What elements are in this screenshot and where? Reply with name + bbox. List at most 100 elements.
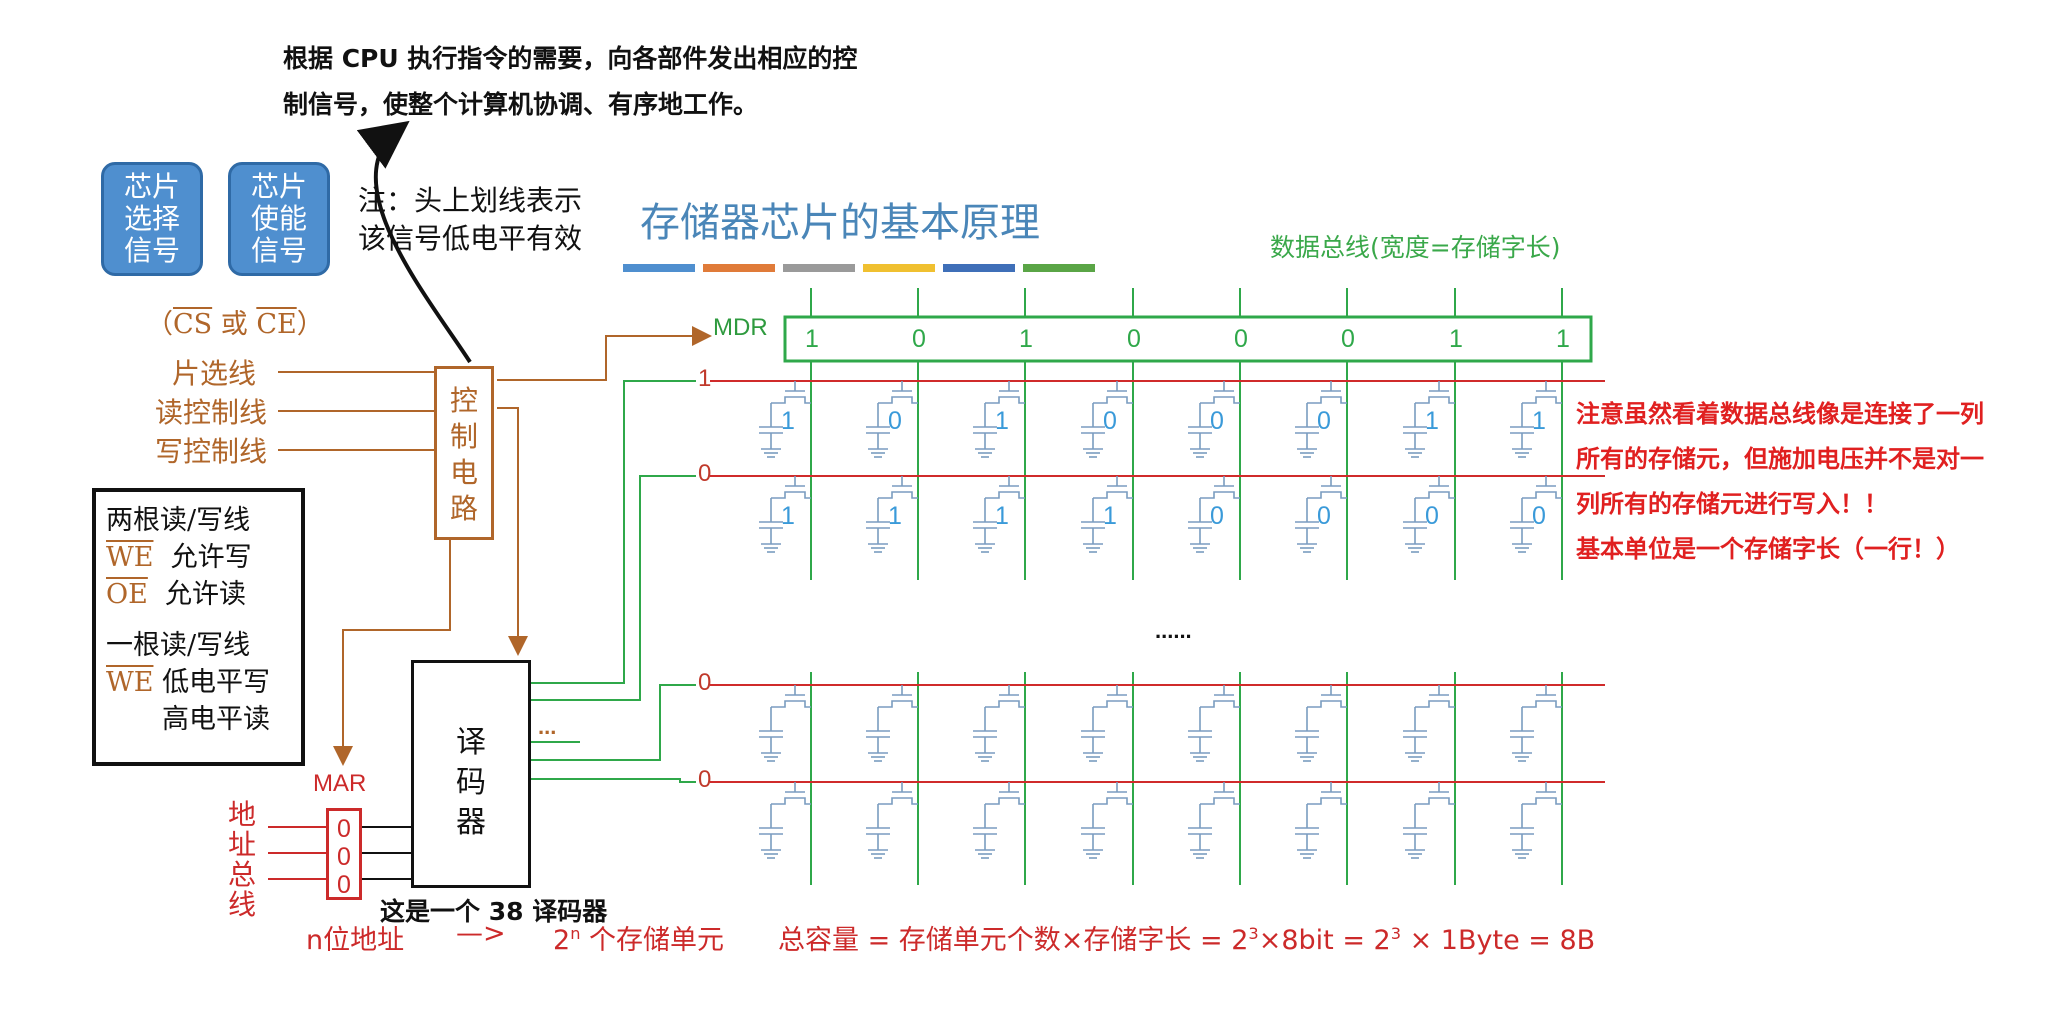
capacity-part-c: × 1Byte = 8B — [1401, 925, 1596, 956]
title-bar-6 — [1023, 264, 1095, 272]
control-circuit-char-4: 路 — [449, 492, 478, 525]
title-bar-1 — [623, 264, 695, 272]
memory-cell — [1510, 685, 1562, 762]
cell-value: 1 — [1425, 407, 1439, 435]
cs-signal: CS — [173, 309, 213, 340]
control-to-mdr-wire — [497, 326, 712, 381]
chip-select-bubble-line-2: 选择 — [123, 202, 180, 235]
address-bus-label: 地 址 总 线 — [225, 800, 259, 920]
memory-cell — [1188, 381, 1240, 458]
memory-cell — [759, 685, 811, 762]
mdr-bit-3: 1 — [1019, 325, 1033, 353]
memory-cell — [973, 782, 1025, 859]
control-to-description-arrow — [356, 120, 472, 364]
memory-cell — [1510, 381, 1562, 458]
cell-value: 0 — [1210, 407, 1224, 435]
title-bar-2 — [703, 264, 775, 272]
ce-signal: CE — [256, 309, 297, 340]
decoder-ellipsis: ... — [538, 714, 557, 739]
capacity-exp-1: 3 — [1248, 924, 1259, 943]
legend-oe-row: OE 允许读 — [106, 576, 291, 613]
memory-cell-array — [710, 288, 1605, 885]
title-bar-4 — [863, 264, 935, 272]
chip-select-line-label: 片选线 — [172, 357, 257, 390]
cell-value: 0 — [888, 407, 902, 435]
legend-high-desc: 高电平读 — [162, 704, 270, 735]
memory-cell — [1081, 381, 1133, 458]
capacity-exp-2: 3 — [1390, 924, 1402, 943]
cell-value: 0 — [1425, 502, 1439, 530]
mdr-bit-1: 1 — [805, 325, 819, 353]
cell-value: 0 — [1317, 407, 1331, 435]
memory-cell — [973, 476, 1025, 553]
memory-cell — [1510, 782, 1562, 859]
memory-cell — [973, 381, 1025, 458]
cell-value: 0 — [1532, 502, 1546, 530]
mar-bit-1: 0 — [337, 815, 351, 843]
chip-enable-bubble: 芯片 使能 信号 — [228, 162, 330, 276]
mdr-bit-8: 1 — [1556, 325, 1570, 353]
mdr-bit-5: 0 — [1234, 325, 1248, 353]
legend-one-line-title: 一根读/写线 — [106, 630, 251, 661]
address-bus-char-4: 线 — [227, 888, 256, 921]
cell-value: 1 — [781, 407, 795, 435]
control-description-line-1: 根据 CPU 执行指令的需要，向各部件发出相应的控 — [283, 44, 858, 73]
mdr-box — [783, 315, 1593, 363]
legend-oe-desc: 允许读 — [165, 579, 247, 610]
memory-cell — [1295, 685, 1347, 762]
decoder-caption: 这是一个 38 译码器 — [380, 897, 608, 926]
rows-ellipsis: ...... — [1155, 618, 1192, 643]
write-unit-note-line-4: 基本单位是一个存储字长（一行！） — [1576, 535, 1960, 563]
cell-value: 0 — [1210, 502, 1224, 530]
mdr-bit-7: 1 — [1449, 325, 1463, 353]
memory-cell — [1081, 782, 1133, 859]
cell-count-label: 2n 个存储单元 — [553, 918, 724, 957]
title-bar-5 — [943, 264, 1015, 272]
cell-count-exp: n — [570, 924, 581, 943]
control-circuit-char-2: 制 — [449, 420, 478, 453]
cs-ce-label: （CS 或 CE） — [146, 302, 324, 341]
legend-we2-desc: 低电平写 — [162, 667, 271, 698]
memory-cell — [866, 476, 918, 553]
overline-note-line-2: 该信号低电平有效 — [358, 222, 583, 255]
implies-arrow: —> — [456, 918, 506, 949]
diagram-title: 存储器芯片的基本原理 — [640, 200, 1040, 246]
mdr-bit-2: 0 — [912, 325, 926, 353]
write-unit-note-line-3: 列所有的存储元进行写入！！ — [1576, 490, 1888, 518]
control-to-decoder-wire — [497, 407, 528, 656]
control-circuit-char-3: 电 — [449, 456, 478, 489]
legend-oe: OE — [106, 579, 148, 610]
memory-cell — [1081, 476, 1133, 553]
n-bit-address-label: n位地址 — [306, 925, 405, 956]
decoder-output-4 — [531, 684, 696, 761]
chip-select-bubble-line-3: 信号 — [123, 234, 180, 267]
memory-cell — [866, 685, 918, 762]
cell-value: 1 — [888, 502, 902, 530]
control-to-mar-wire — [333, 540, 451, 766]
chip-select-bubble: 芯片 选择 信号 — [101, 162, 203, 276]
write-unit-note-line-1: 注意虽然看着数据总线像是连接了一列 — [1576, 400, 1984, 428]
cs-close: ） — [296, 309, 324, 340]
decoder-output-5 — [531, 778, 696, 783]
write-line-label: 写控制线 — [155, 435, 268, 468]
chip-enable-bubble-line-3: 信号 — [250, 234, 307, 267]
cs-open: （ — [146, 309, 173, 340]
legend-we2: WE — [106, 667, 154, 698]
memory-cell — [1403, 685, 1455, 762]
memory-cell — [1403, 381, 1455, 458]
cell-value: 1 — [995, 407, 1009, 435]
title-bar-3 — [783, 264, 855, 272]
write-unit-note: 注意虽然看着数据总线像是连接了一列 所有的存储元，但施加电压并不是对一 列所有的… — [1576, 392, 1984, 572]
cs-or: 或 — [212, 309, 257, 340]
control-description-line-2: 制信号，使整个计算机协调、有序地工作。 — [283, 90, 759, 119]
title-color-bars — [623, 264, 1095, 272]
data-bus-label: 数据总线(宽度=存储字长) — [1270, 233, 1561, 262]
row-label-3: 0 — [698, 669, 712, 696]
cell-value: 1 — [1532, 407, 1546, 435]
capacity-formula: 总容量 = 存储单元个数×存储字长 = 23×8bit = 23 × 1Byte… — [778, 918, 1595, 957]
cell-value: 0 — [1103, 407, 1117, 435]
legend-two-lines-title: 两根读/写线 — [106, 505, 251, 536]
cell-value: 1 — [1103, 502, 1117, 530]
